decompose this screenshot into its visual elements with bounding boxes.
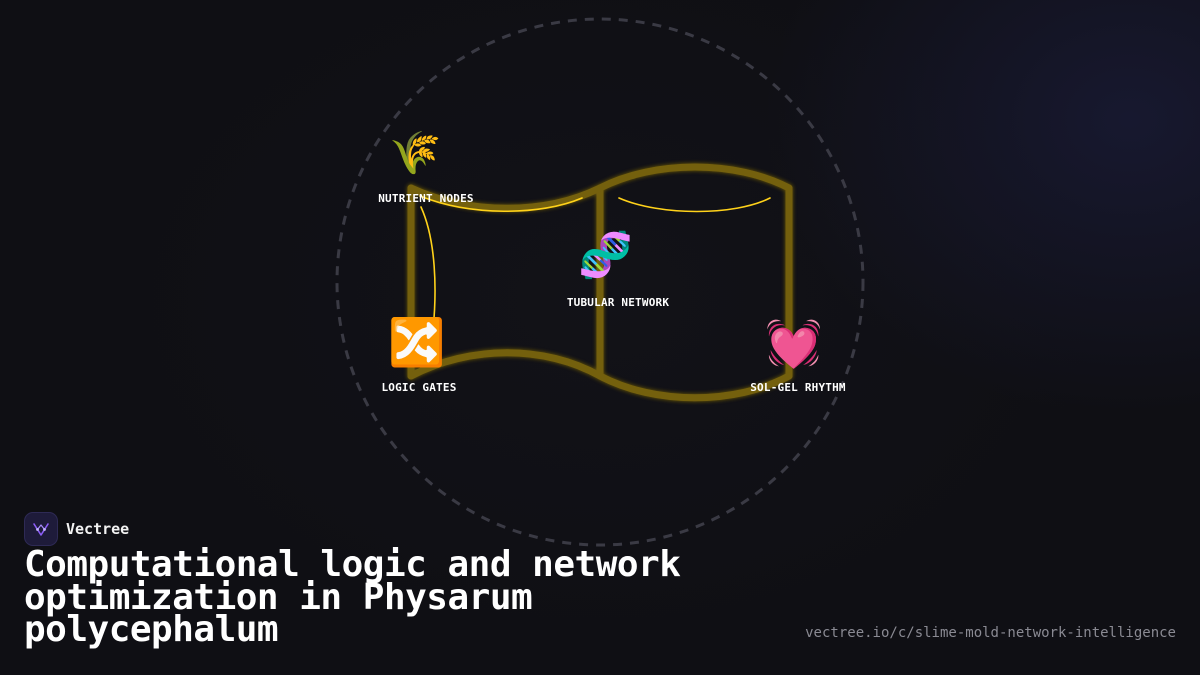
brand: Vectree (24, 512, 129, 546)
beating-heart-icon: 💓 (765, 316, 823, 370)
sheaf-of-rice-icon: 🌾 (389, 128, 442, 177)
tube-top (407, 163, 793, 212)
shuffle-icon: 🔀 (388, 315, 446, 369)
dna-icon: 🧬 (578, 230, 633, 281)
signal-left-vertical (420, 206, 436, 331)
brand-name: Vectree (66, 520, 130, 538)
node-label-solgel: SOL-GEL RHYTHM (750, 381, 846, 394)
node-label-nutrient: NUTRIENT NODES (378, 192, 474, 205)
signal-top-right (618, 197, 771, 213)
tube-frame (407, 163, 793, 402)
node-label-tubular: TUBULAR NETWORK (566, 296, 670, 309)
node-label-logic: LOGIC GATES (381, 381, 457, 394)
signal-flows (419, 195, 771, 331)
vectree-logo-icon (24, 512, 58, 546)
signal-top-left (419, 195, 583, 213)
source-url: vectree.io/c/slime-mold-network-intellig… (805, 625, 1176, 641)
page-title: Computational logic and network optimiza… (24, 544, 681, 650)
tube-bottom (407, 349, 793, 402)
dashed-boundary-circle (335, 17, 865, 547)
